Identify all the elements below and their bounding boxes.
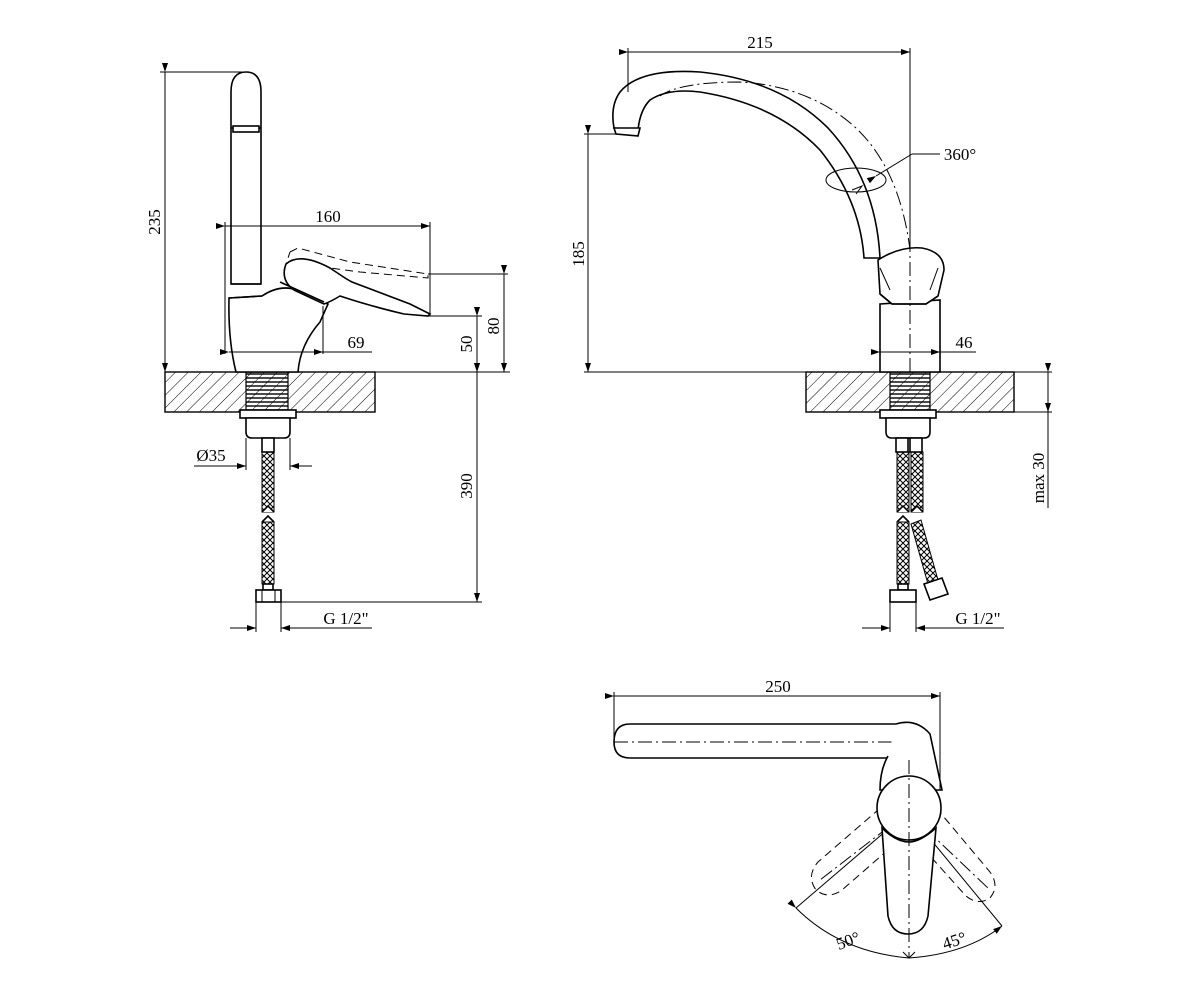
dim-front-body-46: 46 <box>956 333 973 352</box>
side-hose-fitting <box>255 589 282 603</box>
side-faucet-body <box>228 287 330 373</box>
side-hose-lower <box>261 521 275 585</box>
front-thread-stud <box>889 371 931 413</box>
front-hose-left-lower <box>896 521 910 585</box>
top-view: 50° 45° 250 <box>605 677 1003 959</box>
label-rotation-360: 360° <box>944 145 976 164</box>
dim-front-max-30: max 30 <box>1029 453 1048 504</box>
dim-side-lever-80: 80 <box>484 318 503 335</box>
front-spout-centerline <box>659 81 911 372</box>
front-nut <box>879 409 937 419</box>
side-view: 235 160 69 50 80 390 Ø35 <box>145 63 510 632</box>
dim-front-reach-215: 215 <box>747 33 773 52</box>
dim-top-length-250: 250 <box>765 677 791 696</box>
front-hose-right-upper <box>910 451 924 513</box>
side-thread-stud <box>245 371 289 413</box>
dim-side-base-69: 69 <box>348 333 365 352</box>
dim-side-lever-50: 50 <box>457 336 476 353</box>
side-lever-raised <box>289 247 429 279</box>
front-lever-cap <box>877 246 945 305</box>
front-hose-right-lower <box>910 519 939 585</box>
dim-side-thread: G 1/2" <box>323 609 368 628</box>
front-spout <box>612 70 881 259</box>
label-top-angle-45: 45° <box>940 928 969 953</box>
front-hose-left-upper <box>896 451 910 513</box>
front-hose-fitting <box>889 589 917 603</box>
front-view: 215 360° 185 46 max 30 G 1/2" <box>569 33 1052 632</box>
side-lever <box>283 258 432 317</box>
rotation-indicator <box>825 167 887 193</box>
dim-side-hose-390: 390 <box>457 473 476 499</box>
side-spout-tube <box>230 71 262 285</box>
side-hose-upper <box>261 451 275 513</box>
dim-side-lever-160: 160 <box>315 207 341 226</box>
dim-front-thread: G 1/2" <box>955 609 1000 628</box>
label-top-angle-50: 50° <box>834 928 863 954</box>
side-nut <box>239 409 297 419</box>
top-spout <box>613 723 925 759</box>
dim-side-diameter-35: Ø35 <box>196 446 225 465</box>
dim-front-height-185: 185 <box>569 241 588 267</box>
dim-side-height-235: 235 <box>145 209 164 235</box>
